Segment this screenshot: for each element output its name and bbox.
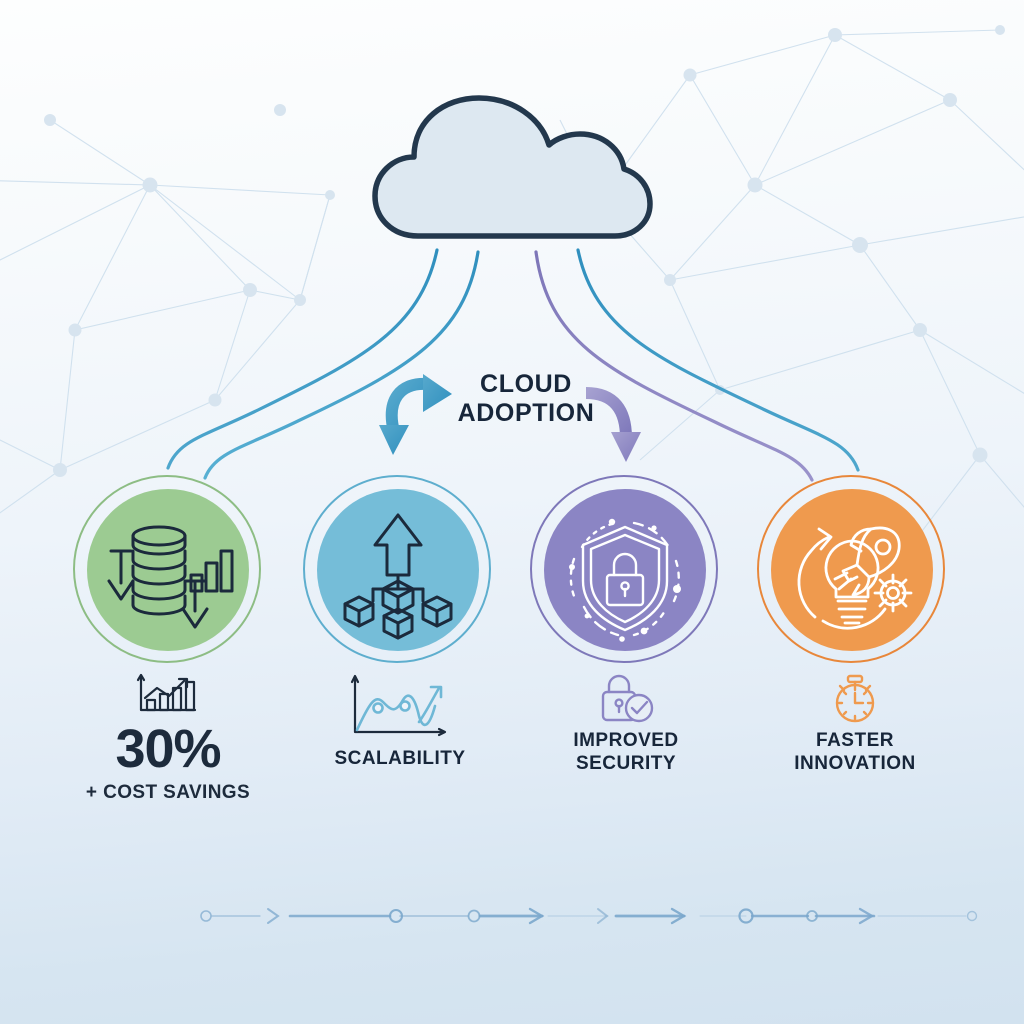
bar-chart-growth-icon [136, 673, 197, 712]
shield-lock-icon [569, 518, 681, 642]
pillar-label-line-2: SECURITY [575, 752, 677, 774]
coins-declining-cost-icon [107, 525, 234, 629]
pillar-circle-scalability[interactable] [303, 475, 493, 665]
caption-faster-innovation: FASTER INNOVATION [757, 672, 953, 776]
cloud-icon [372, 95, 653, 239]
pillar-label-line-1: FASTER [816, 730, 894, 751]
pillar-circle-improved-security[interactable] [530, 475, 720, 665]
title-line-1: CLOUD [480, 370, 572, 398]
pillar-ring [303, 475, 491, 663]
scalability-nodes-arrow-icon [343, 513, 453, 640]
padlock-check-icon [601, 674, 654, 723]
curved-arrow-purple [585, 387, 641, 462]
pillar-circle-cost-savings[interactable] [73, 475, 263, 665]
title-line-2: ADOPTION [457, 398, 595, 427]
pillar-ring [757, 475, 945, 663]
line-graph-trend-icon [350, 674, 447, 737]
pillar-circle-faster-innovation[interactable] [757, 475, 947, 665]
caption-cost-savings: 30% + COST SAVINGS [38, 672, 298, 804]
stat-value: 30% [115, 719, 221, 779]
curved-double-arrow-blue [379, 374, 452, 455]
stat-label: + COST SAVINGS [85, 782, 251, 803]
page-title: CLOUD ADOPTION [416, 370, 636, 427]
pillar-ring [73, 475, 261, 663]
pillar-label: SCALABILITY [334, 748, 466, 769]
caption-scalability: SCALABILITY [300, 672, 500, 771]
pillar-ring [530, 475, 718, 663]
pillar-label-line-1: IMPROVED [573, 730, 679, 751]
stopwatch-icon [835, 674, 875, 723]
caption-improved-security: IMPROVED SECURITY [528, 672, 724, 776]
lightbulb-rocket-gear-icon [797, 526, 913, 630]
pillar-label-line-2: INNOVATION [794, 752, 916, 774]
